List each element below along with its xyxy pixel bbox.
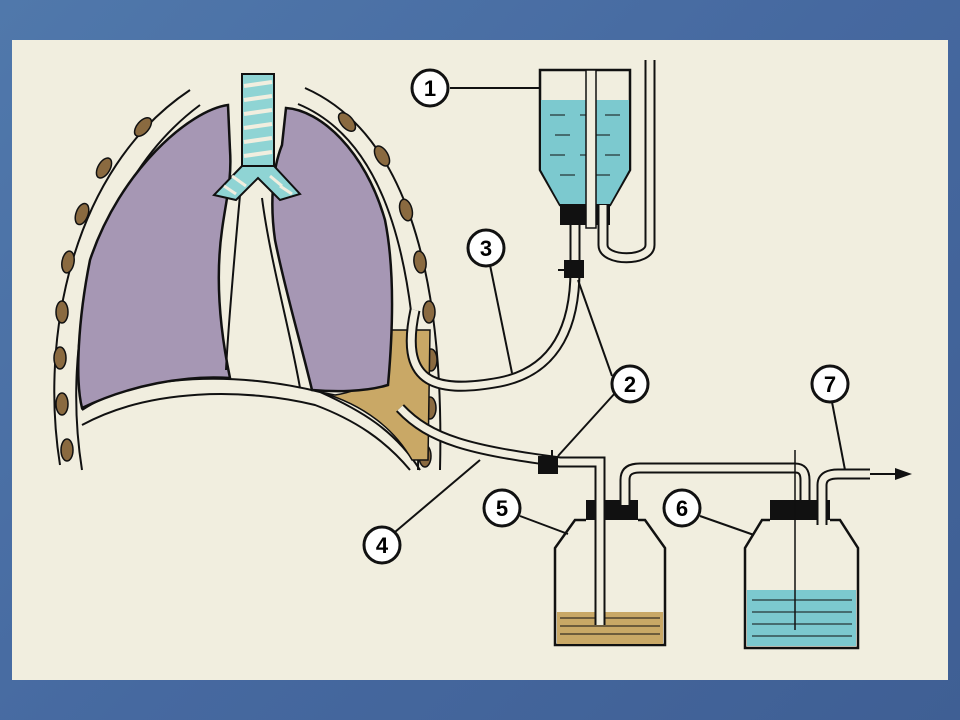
clamp-upper [564,260,584,278]
bottle-1 [538,60,656,264]
svg-text:2: 2 [624,372,636,397]
connecting-tube [619,462,811,630]
callout-4: 4 [362,525,402,565]
tube-3 [405,269,581,392]
right-lung [271,106,394,393]
outlet-arrow [870,468,912,480]
callout-2: 2 [610,364,650,404]
svg-text:6: 6 [676,496,688,521]
leader-lines [394,87,846,536]
callout-6: 6 [662,488,702,528]
ribs-right [337,111,438,468]
bottle-6 [743,450,870,650]
svg-text:3: 3 [480,236,492,261]
svg-text:7: 7 [824,372,836,397]
svg-text:4: 4 [376,533,389,558]
svg-text:5: 5 [496,496,508,521]
callout-5: 5 [482,488,522,528]
tube-4 [395,404,606,625]
left-lung [77,103,232,410]
callout-7: 7 [810,364,850,404]
bottle-5 [553,500,667,647]
callout-1: 1 [410,68,450,108]
clamp-lower [538,456,558,474]
ribs-left [53,116,153,462]
svg-text:1: 1 [424,76,436,101]
trachea [212,73,302,202]
callout-3: 3 [466,228,506,268]
